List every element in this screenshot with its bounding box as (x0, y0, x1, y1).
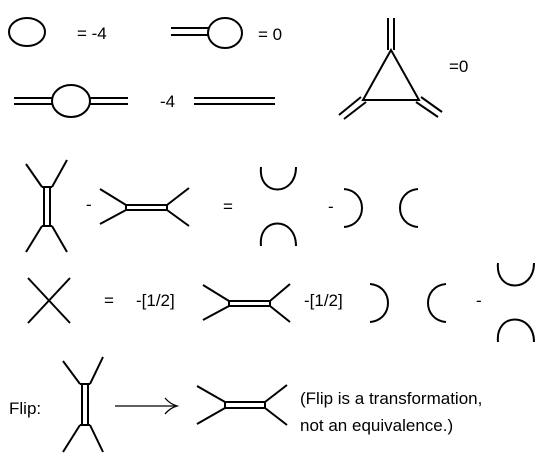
flip-horizontal-h-diagram (196, 384, 288, 426)
row3-equals: = (223, 197, 233, 216)
crossing-diagram (27, 277, 71, 324)
double-line-diagram (194, 97, 275, 105)
horizontal-arcs-diagram-b (369, 283, 447, 323)
flip-label: Flip: (9, 399, 41, 418)
row4-coefficient-one: -[1/2] (136, 291, 175, 310)
row3-minus-one: - (86, 195, 92, 214)
horizontal-h-diagram-b (202, 283, 291, 323)
vertical-arcs-diagram-b (496, 262, 535, 343)
bubble-diagram (14, 84, 128, 118)
row4-equals: = (104, 291, 114, 310)
triangle-diagram (338, 18, 443, 120)
vertical-arcs-diagram-a (259, 166, 297, 247)
row4-minus: - (476, 291, 482, 310)
flip-arrow-icon (115, 397, 180, 415)
bubble-minus-four: -4 (160, 92, 175, 111)
horizontal-h-diagram-a (99, 187, 190, 227)
loop-value: = -4 (77, 24, 107, 43)
vertical-h-diagram (25, 159, 68, 253)
flip-note-line-2: not an equivalence.) (300, 416, 453, 435)
triangle-value: =0 (449, 57, 468, 76)
flip-vertical-h-diagram (62, 356, 104, 453)
flip-note-line-1: (Flip is a transformation, (300, 389, 482, 408)
horizontal-arcs-diagram-a (343, 188, 419, 228)
tadpole-diagram (171, 17, 243, 49)
loop-diagram (8, 17, 46, 47)
row3-minus-two: - (328, 197, 334, 216)
row4-coefficient-two: -[1/2] (304, 291, 343, 310)
tadpole-value: = 0 (258, 25, 282, 44)
